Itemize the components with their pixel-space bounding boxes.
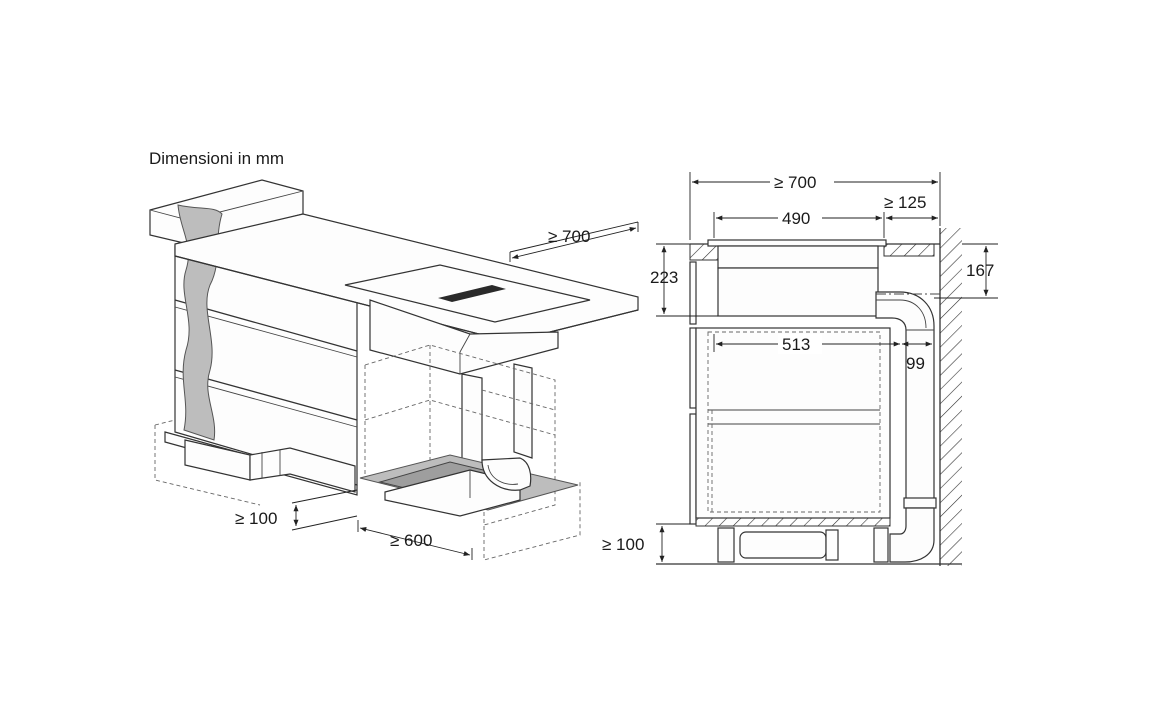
cabinet-section <box>695 327 891 519</box>
diagram-title: Dimensioni in mm <box>149 149 284 168</box>
dim-width-label: ≥ 600 <box>390 531 432 550</box>
dim-rear-gap-label: ≥ 125 <box>884 193 926 212</box>
section-view <box>656 228 962 566</box>
dim-worktop-height-label: 223 <box>650 268 678 287</box>
dim-floor-label-right: ≥ 100 <box>602 535 644 554</box>
plinth-duct-section <box>739 531 827 559</box>
dim-depth-label: ≥ 700 <box>548 227 590 246</box>
dim-inner-depth-label: 513 <box>782 335 810 354</box>
extractor-vent <box>438 285 506 302</box>
dim-duct-width-label: 99 <box>906 354 925 373</box>
wall-hatch <box>940 228 962 566</box>
dim-duct-height-label: 167 <box>966 261 994 280</box>
hob-body-section <box>717 267 879 317</box>
isometric-dimensions: ≥ 700 ≥ 100 ≥ 600 <box>235 221 639 560</box>
hob-glass-section <box>707 239 887 247</box>
dim-total-depth-label: ≥ 700 <box>774 173 816 192</box>
dim-floor-label-left: ≥ 100 <box>235 509 277 528</box>
section-dimensions: ≥ 700 490 ≥ 125 223 167 513 99 ≥ 100 <box>602 170 998 562</box>
isometric-view <box>149 179 639 561</box>
dim-hob-depth-label: 490 <box>782 209 810 228</box>
duct-vertical <box>461 373 483 467</box>
duct-elbow <box>481 457 532 491</box>
